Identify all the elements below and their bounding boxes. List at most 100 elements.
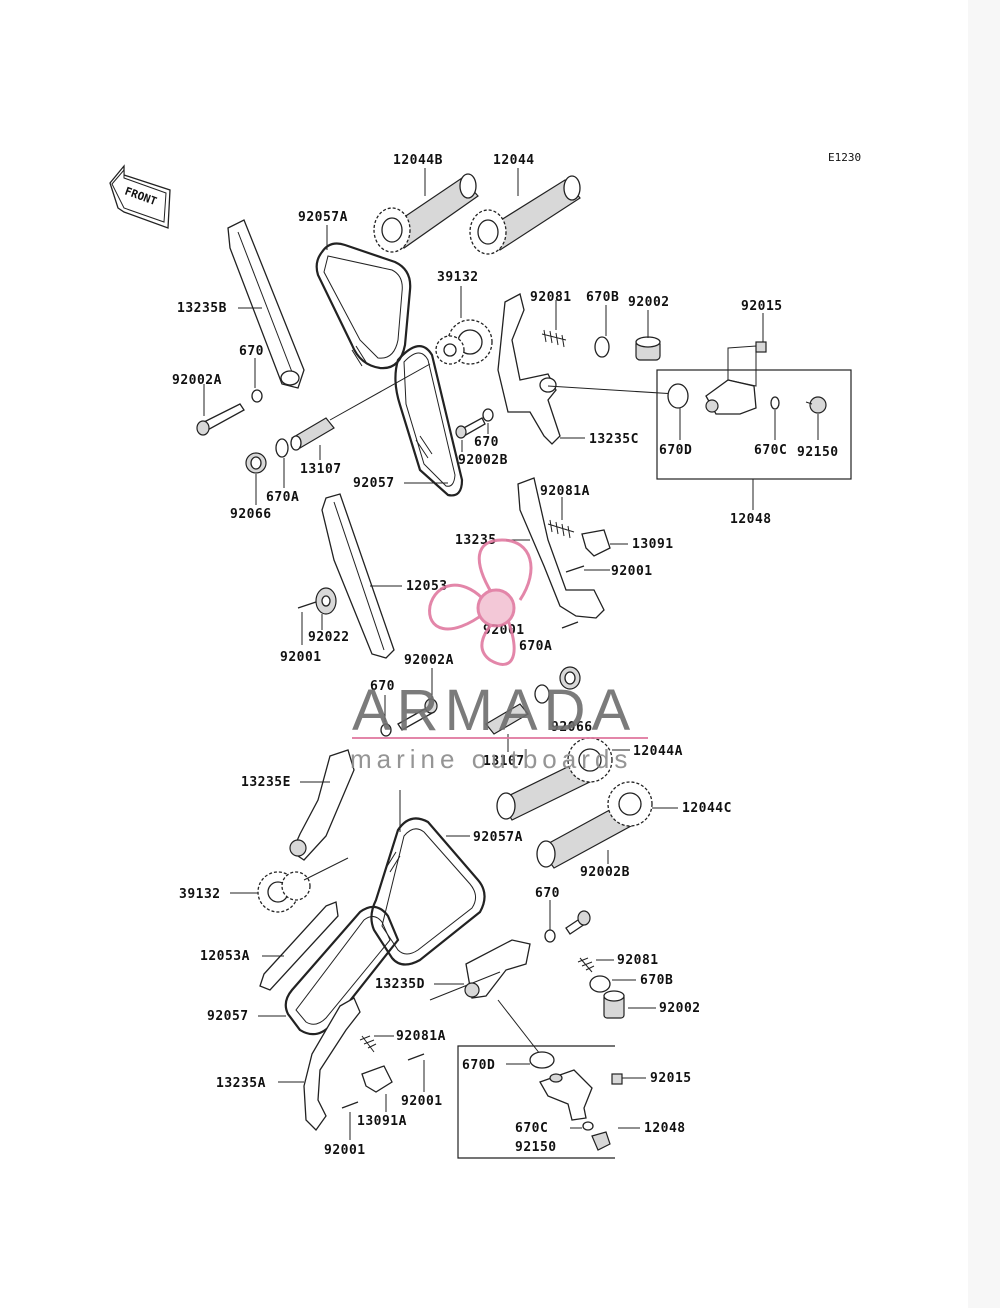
propeller-icon (428, 538, 533, 666)
label-92057-top: 92057 (353, 476, 395, 491)
bracket-13091A (361, 1065, 393, 1093)
cap-bolt-92002-low (603, 990, 625, 1019)
o-ring-670B-top (594, 336, 610, 358)
label-92081-low: 92081 (617, 953, 659, 968)
front-arrow-icon: FRONT (109, 164, 171, 229)
label-670-mid: 670 (474, 435, 499, 450)
label-92081A-low: 92081A (396, 1029, 446, 1044)
bolt-92002A-top (196, 403, 245, 436)
label-670C-top: 670C (754, 443, 787, 458)
idler-gear-39132-top (435, 319, 493, 365)
screw-92001-c (561, 621, 579, 629)
o-ring-670-low (380, 723, 392, 737)
o-ring-670D-low (529, 1051, 555, 1069)
label-12044C: 12044C (682, 801, 732, 816)
label-92066-mid: 92066 (551, 720, 593, 735)
o-ring-670A-top (275, 438, 289, 458)
label-12053: 12053 (406, 579, 448, 594)
label-12044: 12044 (493, 153, 535, 168)
label-13235E: 13235E (241, 775, 291, 790)
shaft-13107-mid (485, 703, 529, 735)
label-92002A-mid: 92002A (404, 653, 454, 668)
screw-92001-a (565, 565, 585, 573)
spring-92081A-top (547, 519, 575, 539)
label-92002A-top: 92002A (172, 373, 222, 388)
camshaft-12044C (536, 781, 653, 869)
cam-chain-92057-low (284, 905, 400, 1036)
cam-chain-92057A-low (370, 817, 486, 966)
o-ring-670B-low (589, 975, 611, 993)
tensioner-12048-low (539, 1069, 593, 1121)
label-670A-top: 670A (266, 490, 299, 505)
spring-92081-top (541, 329, 567, 348)
screw-92001-e (341, 1101, 359, 1109)
tensioner-12048-top (705, 345, 757, 415)
label-92150-low: 92150 (515, 1140, 557, 1155)
nut-92015-low (611, 1073, 623, 1085)
bolt-lower (565, 910, 591, 935)
chain-guide-13235B (227, 219, 305, 389)
label-670-top: 670 (239, 344, 264, 359)
label-13107-top: 13107 (300, 462, 342, 477)
bolt-92150-low (591, 1131, 611, 1151)
screw-92001-b (297, 601, 317, 609)
label-92066-top: 92066 (230, 507, 272, 522)
label-13091A: 13091A (357, 1114, 407, 1129)
label-12044B: 12044B (393, 153, 443, 168)
label-92057A-low: 92057A (473, 830, 523, 845)
spring-92081A-low (359, 1035, 377, 1053)
chain-guide-13235E (289, 749, 355, 861)
o-ring-670-mid (482, 408, 494, 422)
label-92022: 92022 (308, 630, 350, 645)
tensioner-assembly-box-low (457, 1045, 615, 1159)
shaft-13107-top (290, 363, 431, 451)
washer-92022 (315, 587, 337, 615)
plug-92066-mid (559, 666, 581, 690)
label-39132-low: 39132 (179, 887, 221, 902)
o-ring-670D-top (667, 383, 689, 409)
label-670D-top: 670D (659, 443, 692, 458)
camshaft-12044B (373, 173, 479, 253)
label-13235B: 13235B (177, 301, 227, 316)
label-12048-low: 12048 (644, 1121, 686, 1136)
label-92015-low: 92015 (650, 1071, 692, 1086)
label-92001-d: 92001 (401, 1094, 443, 1109)
label-670-lower: 670 (535, 886, 560, 901)
label-92081-top: 92081 (530, 290, 572, 305)
cam-chain-92057A-top (315, 242, 412, 370)
bolt-92002B-top (455, 417, 486, 439)
label-92081A-top: 92081A (540, 484, 590, 499)
o-ring-670C-low (582, 1121, 594, 1131)
label-39132-top: 39132 (437, 270, 479, 285)
bracket-13091 (581, 529, 611, 557)
idler-gear-39132-low (257, 857, 349, 913)
label-92001-a: 92001 (611, 564, 653, 579)
bolt-92002A-mid (397, 698, 438, 731)
label-92150-top: 92150 (797, 445, 839, 460)
screw-92001-d (407, 1053, 425, 1061)
label-670-low: 670 (370, 679, 395, 694)
o-ring-670-top (251, 389, 263, 403)
label-92057A-top: 92057A (298, 210, 348, 225)
spring-92081-low (577, 957, 595, 973)
label-670D-low: 670D (462, 1058, 495, 1073)
watermark-logo: ARMADA marine outboards (350, 538, 648, 774)
label-92002-top: 92002 (628, 295, 670, 310)
nut-92015-top (755, 341, 767, 353)
camshaft-12044 (469, 175, 581, 255)
label-92057-low: 92057 (207, 1009, 249, 1024)
label-670B-top: 670B (586, 290, 619, 305)
o-ring-670C-top (770, 396, 780, 410)
chain-guide-13235 (517, 477, 605, 619)
cam-chain-92057-top (394, 345, 464, 497)
watermark-brand: ARMADA (352, 678, 636, 743)
o-ring-670A-mid (534, 684, 550, 704)
chain-guide-12053 (321, 493, 395, 659)
label-92001-e: 92001 (324, 1143, 366, 1158)
label-92002B-top: 92002B (458, 453, 508, 468)
diagram-code: E1230 (828, 151, 861, 164)
label-670A-mid: 670A (519, 639, 552, 654)
label-13235A: 13235A (216, 1076, 266, 1091)
label-13091: 13091 (632, 537, 674, 552)
